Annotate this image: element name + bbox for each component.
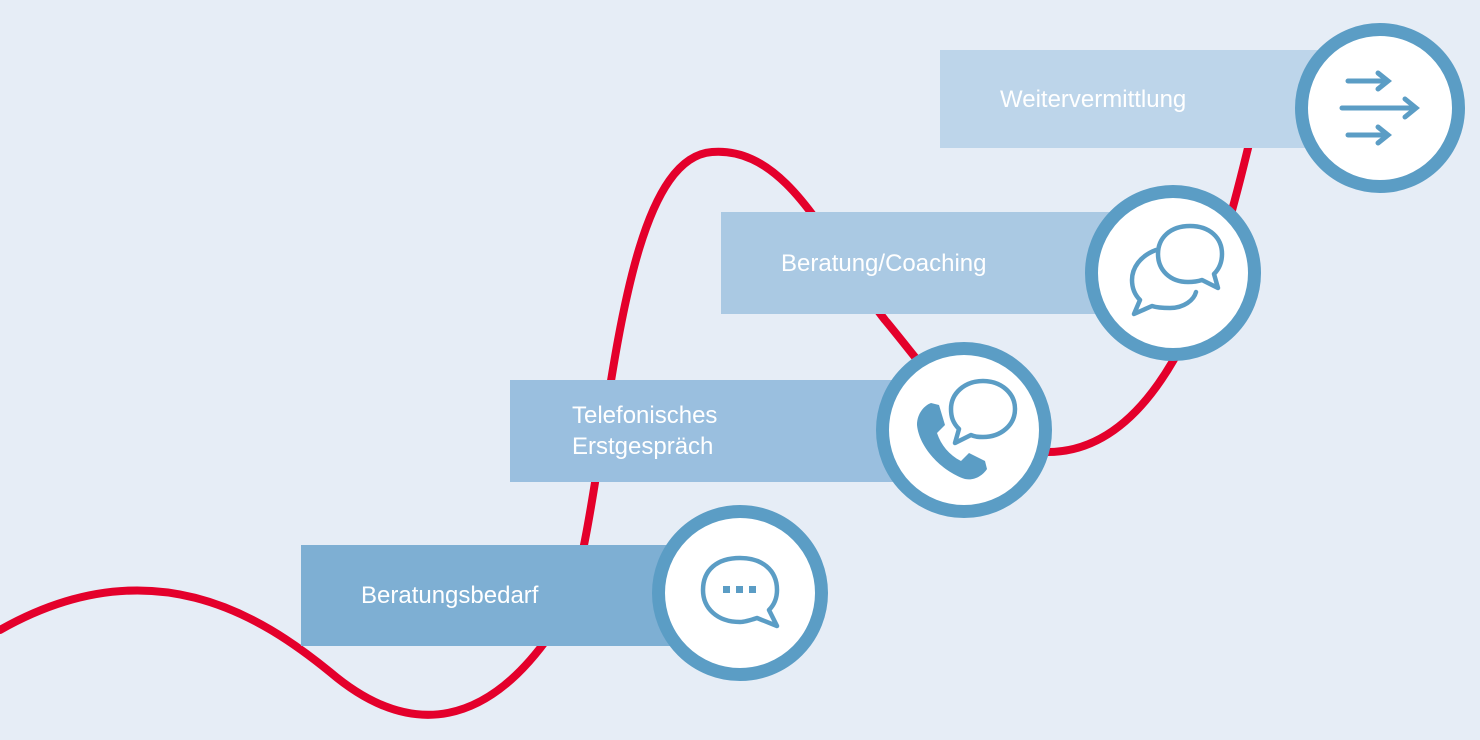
dot-3: [749, 586, 756, 593]
step-circle-beratung-coaching: [1085, 185, 1261, 361]
step-box-erstgespraech: Telefonisches Erstgespräch: [510, 380, 910, 482]
step-box-beratungsbedarf: Beratungsbedarf: [301, 545, 701, 646]
speech-bubble-dots-icon: [700, 555, 780, 629]
process-path-line: [0, 136, 1254, 719]
step-label-line-1: Telefonisches: [572, 402, 718, 429]
dot-2: [736, 586, 743, 593]
phone-handset-icon: [917, 403, 987, 480]
step-box-beratung-coaching: Beratung/Coaching: [721, 212, 1116, 314]
step-box-weitervermittlung: Weitervermittlung: [940, 50, 1330, 148]
forward-arrows-icon: [1339, 70, 1420, 146]
step-circle-weitervermittlung: [1295, 23, 1465, 193]
step-circle-erstgespraech: [876, 342, 1052, 518]
step-label-beratungsbedarf: Beratungsbedarf: [361, 582, 539, 609]
step-label-line-2: Erstgespräch: [572, 433, 714, 460]
step-label-erstgespraech: Telefonisches Erstgespräch: [510, 400, 717, 462]
step-label-beratung-coaching: Beratung/Coaching: [781, 249, 987, 277]
step-circle-beratungsbedarf: [652, 505, 828, 681]
two-speech-bubbles-icon: [1129, 223, 1225, 317]
phone-chat-icon: [917, 378, 1018, 480]
dot-1: [723, 586, 730, 593]
step-label-weitervermittlung: Weitervermittlung: [1000, 85, 1187, 113]
